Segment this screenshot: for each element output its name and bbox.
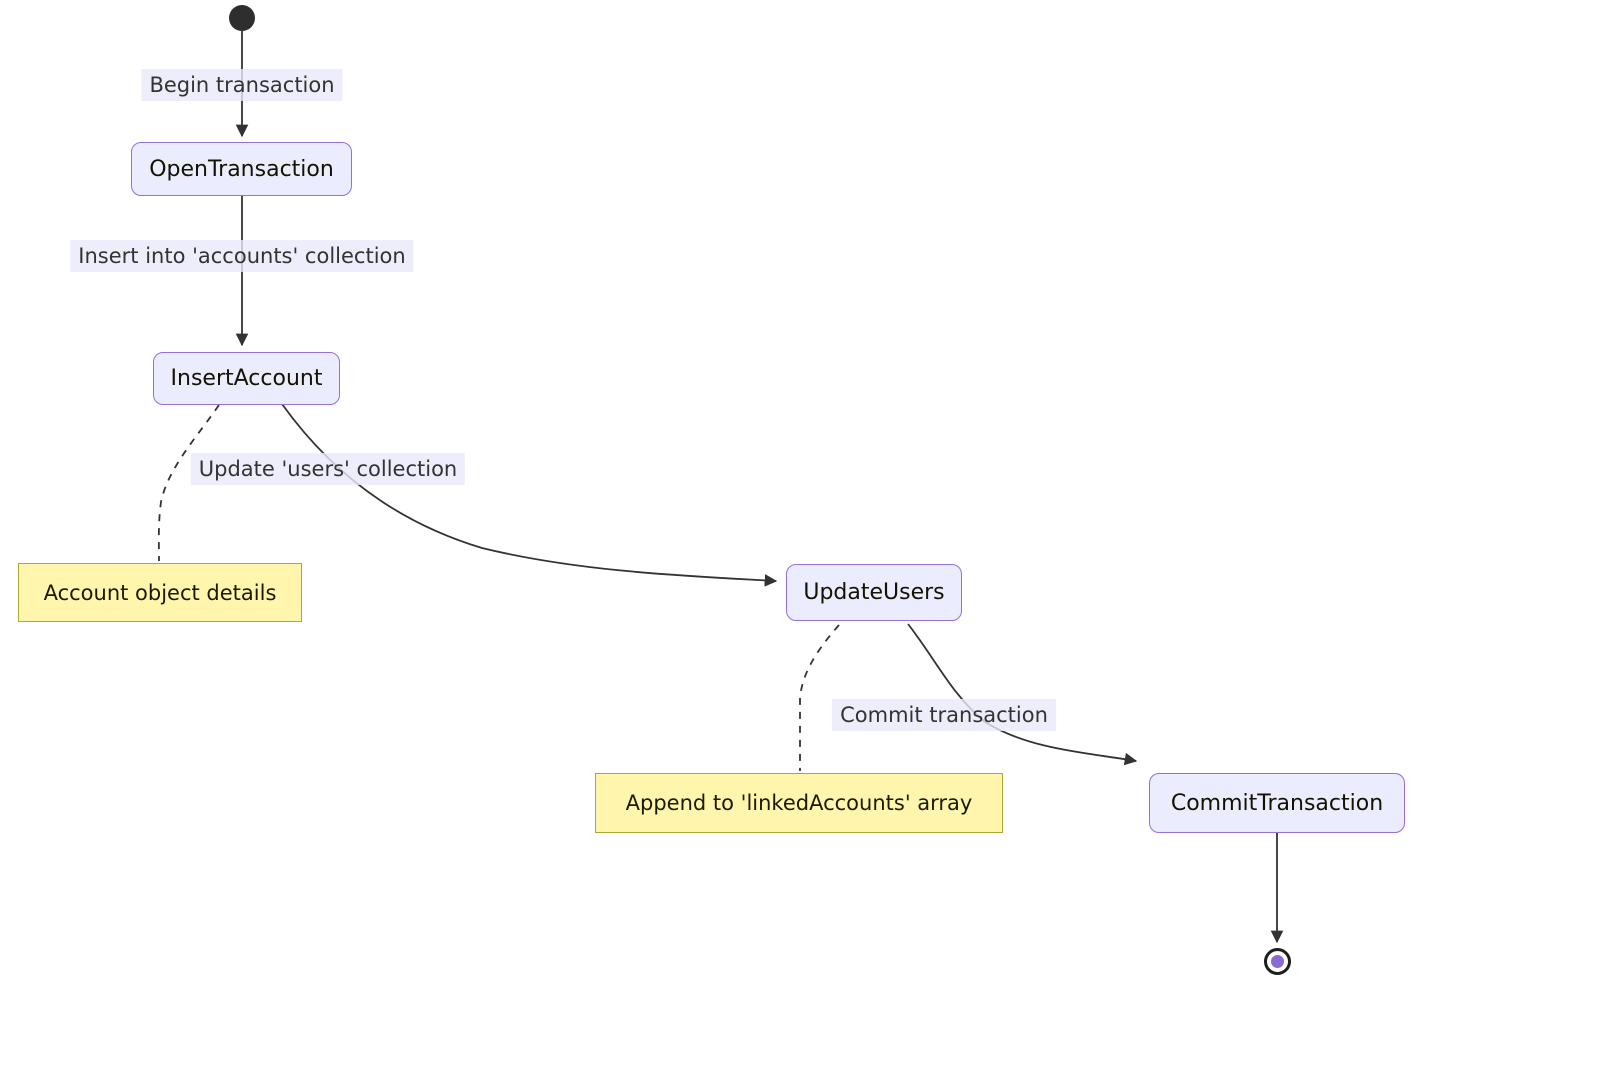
edge-label-insert-into-accounts-collection: Insert into 'accounts' collection — [70, 240, 414, 272]
end-state-inner-dot — [1271, 955, 1284, 968]
state-committransaction: CommitTransaction — [1149, 773, 1405, 833]
note-account-object-details: Account object details — [18, 563, 302, 622]
end-state-node — [1264, 948, 1291, 975]
state-opentransaction: OpenTransaction — [131, 142, 352, 196]
edge-label-begin-transaction: Begin transaction — [141, 69, 343, 101]
state-opentransaction-label: OpenTransaction — [149, 156, 334, 182]
edge-label-update-users-collection: Update 'users' collection — [190, 453, 466, 485]
edge-label-commit-transaction: Commit transaction — [832, 699, 1056, 731]
edge-updateusers-to-note-linked — [799, 624, 840, 771]
note-append-linkedaccounts: Append to 'linkedAccounts' array — [595, 773, 1003, 833]
note-account-object-details-label: Account object details — [43, 580, 277, 605]
state-updateusers: UpdateUsers — [786, 564, 962, 621]
edge-insertaccount-to-updateusers — [281, 403, 778, 587]
note-append-linkedaccounts-label: Append to 'linkedAccounts' array — [625, 791, 973, 815]
state-insertaccount-label: InsertAccount — [170, 366, 323, 391]
edge-updateusers-to-committransaction — [907, 623, 1138, 766]
state-committransaction-label: CommitTransaction — [1170, 790, 1384, 816]
state-insertaccount: InsertAccount — [153, 352, 340, 405]
state-updateusers-label: UpdateUsers — [803, 580, 945, 605]
start-state-node — [229, 5, 255, 31]
